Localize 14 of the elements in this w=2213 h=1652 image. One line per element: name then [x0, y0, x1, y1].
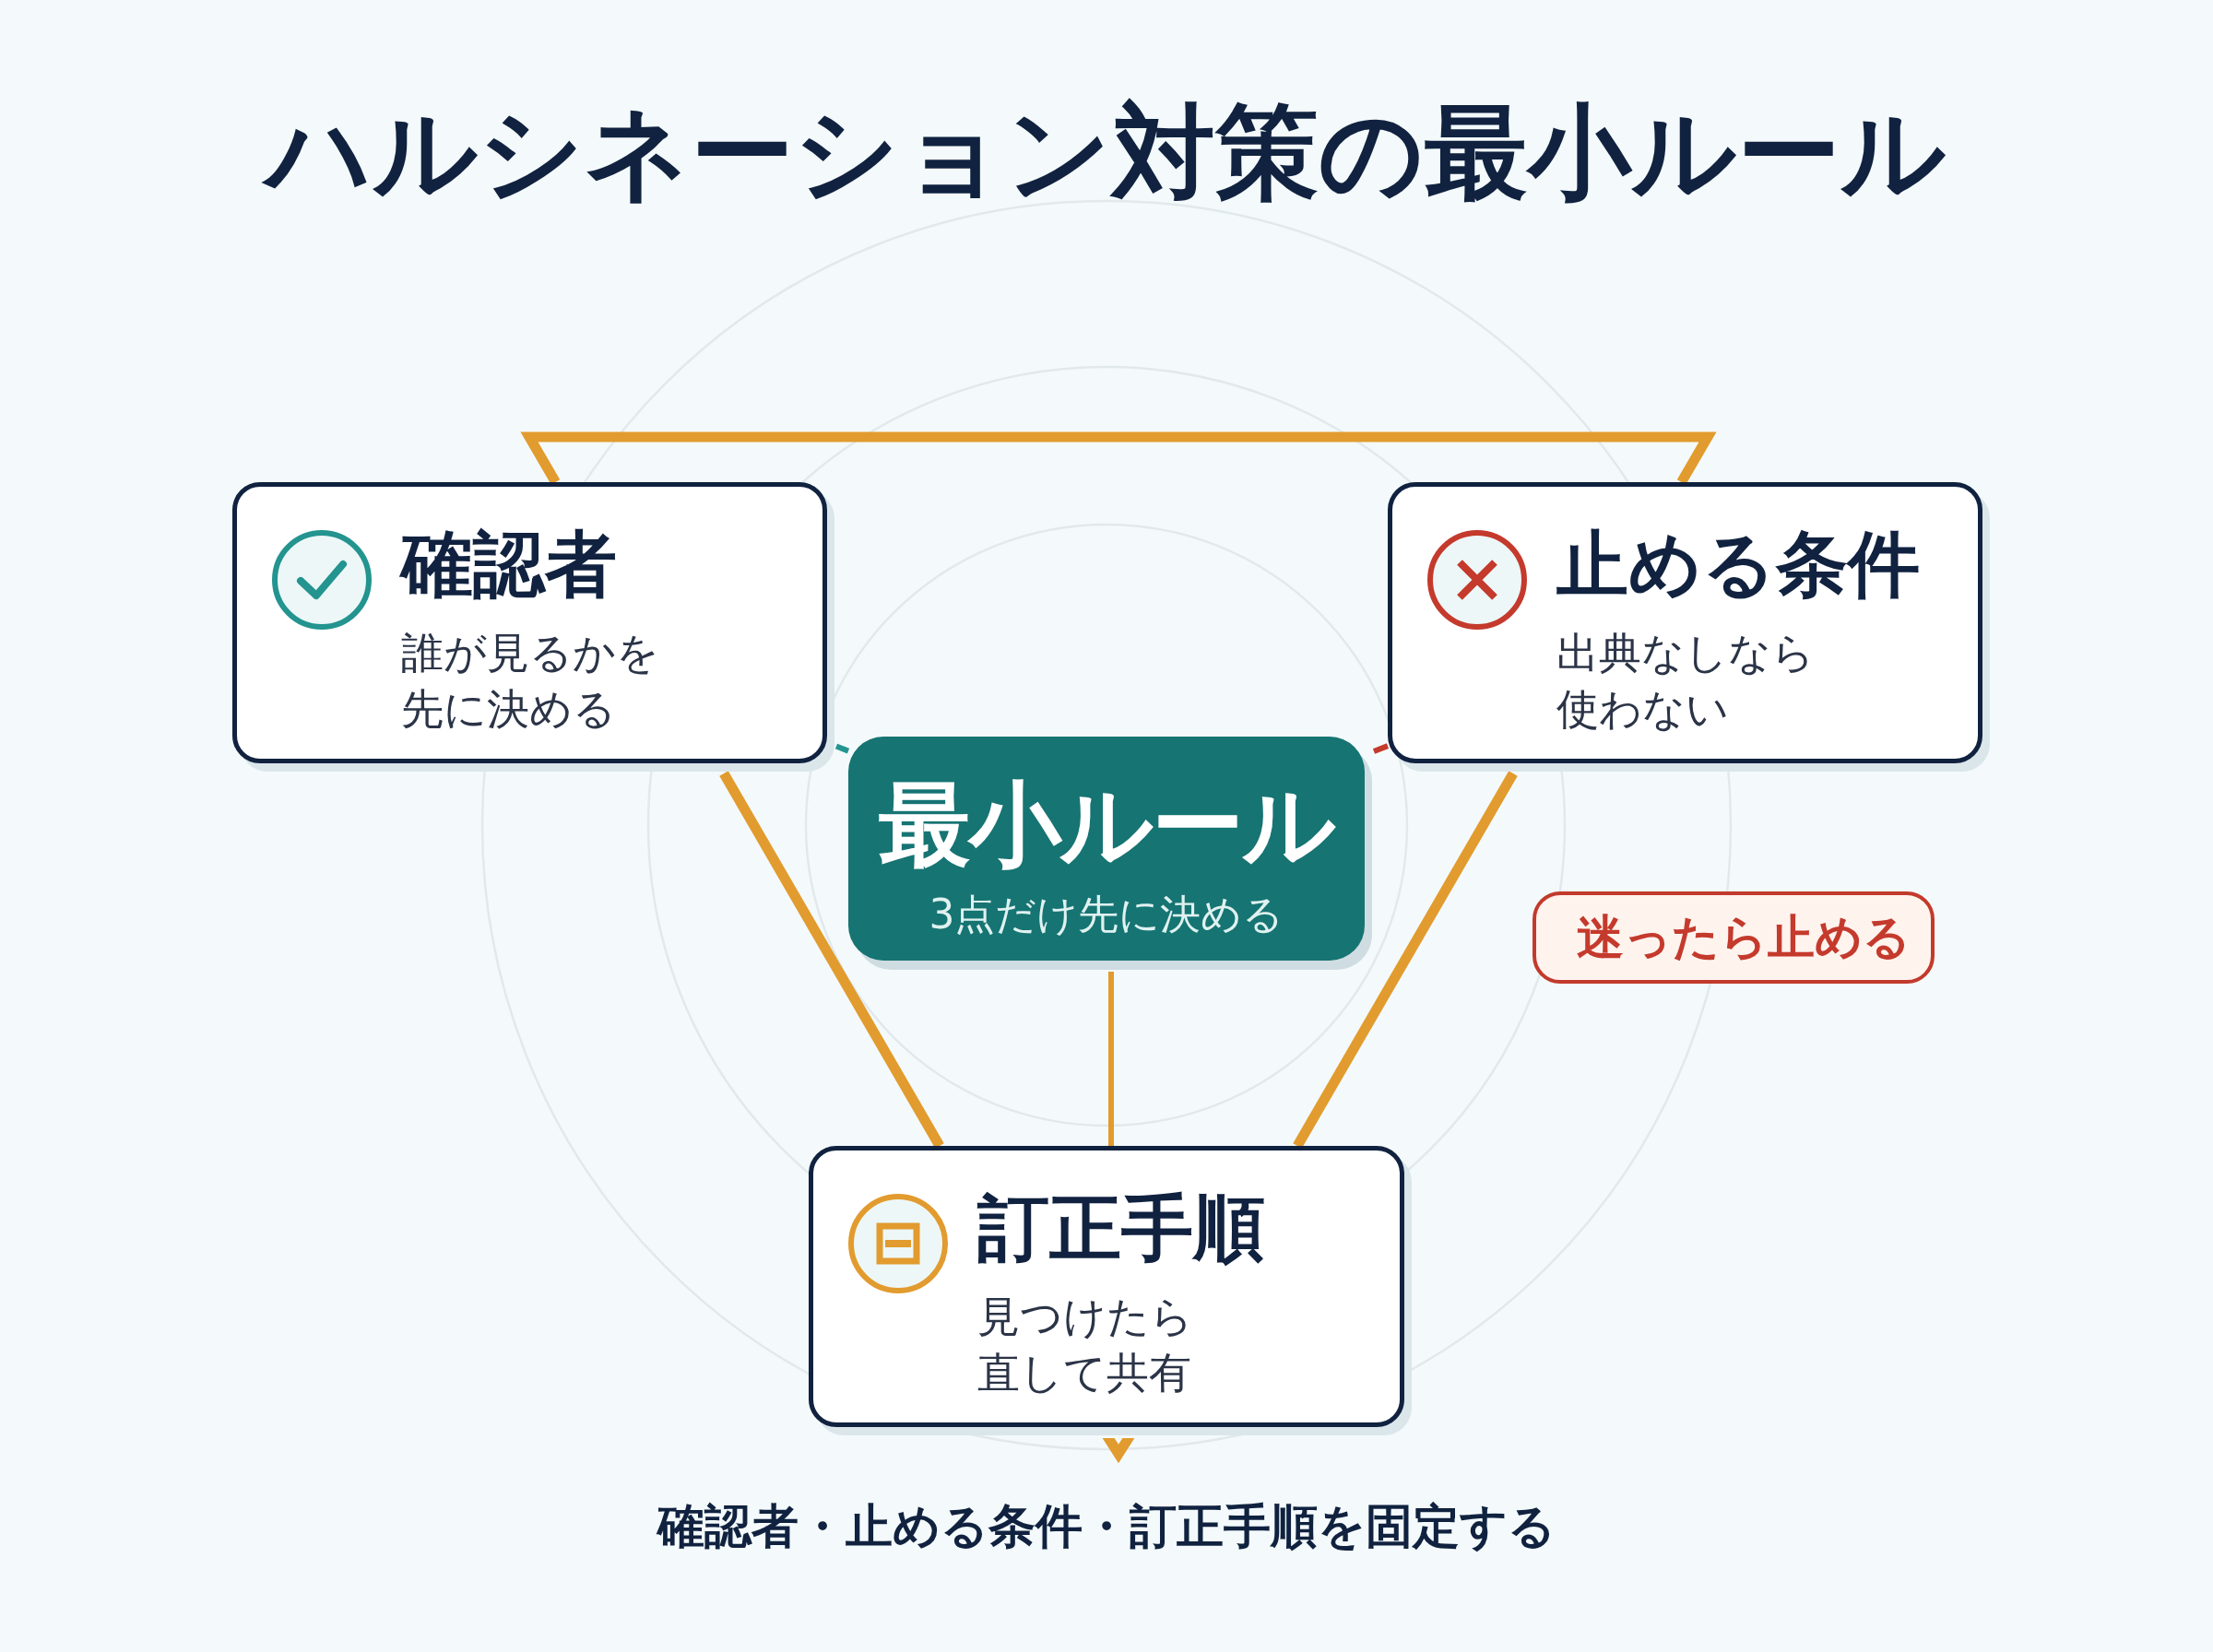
- summary-text: 確認者・止める条件・訂正手順を固定する: [656, 1498, 1556, 1555]
- card-title: 確認者: [398, 524, 618, 607]
- card-description: 見つけたら直して共有: [977, 1291, 1194, 1399]
- panel-heading: 最小ルール: [878, 770, 1337, 880]
- connector-line: [1372, 743, 1390, 754]
- card-description: 出典なしなら使わない: [1556, 627, 1816, 736]
- panel-subheading: 3点だけ先に決める: [929, 890, 1284, 938]
- title: ハルシネーション対策の最小ルール: [252, 80, 1961, 225]
- callout-badge: 迷ったら止める: [1533, 891, 1935, 984]
- card-title: 止める条件: [1556, 524, 1921, 607]
- connector-line: [1108, 972, 1114, 1146]
- card-title: 訂正手順: [976, 1187, 1266, 1270]
- connector-line: [834, 743, 850, 754]
- card-description: 誰が見るかを先に決める: [401, 627, 660, 736]
